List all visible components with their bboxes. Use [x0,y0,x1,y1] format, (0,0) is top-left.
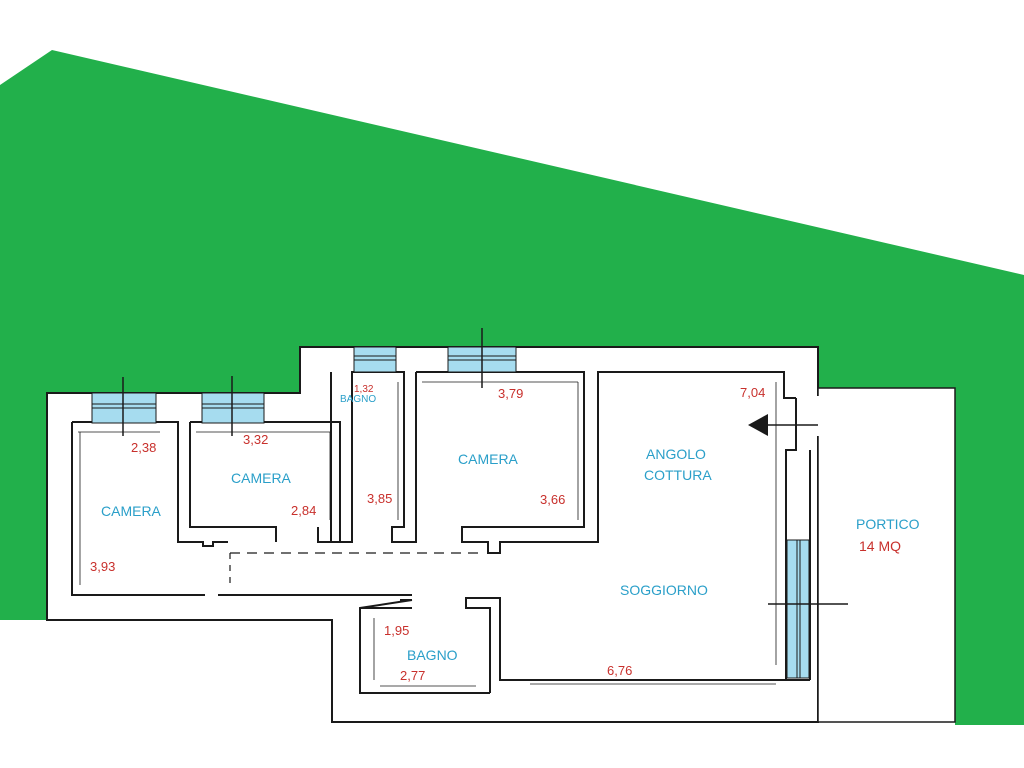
camera-left-walls [71,422,205,596]
camera-right-walls [416,371,796,554]
window-bagno-small [353,346,397,373]
bagno-walls [359,599,490,694]
room-label-angolo: ANGOLO [646,446,706,462]
dim-bagno-small-w: 1,32 [354,384,374,395]
dim-soggiorno-w: 6,76 [607,663,632,678]
window-camera-left [91,377,157,436]
dim-camera-right-h: 3,66 [540,492,565,507]
dim-camera-left-h: 3,93 [90,559,115,574]
dim-camera-right-w: 3,79 [498,386,523,401]
entrance-arrow-icon [748,414,818,436]
dim-bagno-w: 2,77 [400,668,425,683]
dim-bagno-small-h: 3,85 [367,491,392,506]
room-label-bagno: BAGNO [407,647,458,663]
room-label-camera-right: CAMERA [458,451,519,467]
room-label-portico-area: 14 MQ [859,538,901,554]
dim-camera-left-w: 2,38 [131,440,156,455]
bagno-small-walls [330,371,417,543]
dim-bagno-h: 1,95 [384,623,409,638]
room-label-soggiorno: SOGGIORNO [620,582,708,598]
dim-soggiorno-h: 7,04 [740,385,765,400]
portico-area [817,387,956,723]
room-label-portico: PORTICO [856,516,920,532]
window-camera-mid [201,376,265,436]
room-label-bagno-small: BAGNO [340,394,376,405]
entrance-gap [812,396,822,436]
building-outline [46,346,819,723]
camera-left-walls-top [72,421,228,547]
room-label-camera-mid: CAMERA [231,470,292,486]
dim-camera-mid-w: 3,32 [243,432,268,447]
room-label-cottura: COTTURA [644,467,712,483]
dim-camera-mid-h: 2,84 [291,503,316,518]
window-soggiorno [768,539,848,679]
window-camera-right [447,328,517,388]
camera-mid-walls-left [189,422,277,542]
garden-area [0,50,1024,725]
soggiorno-walls [465,398,797,693]
room-label-camera-left: CAMERA [101,503,162,519]
